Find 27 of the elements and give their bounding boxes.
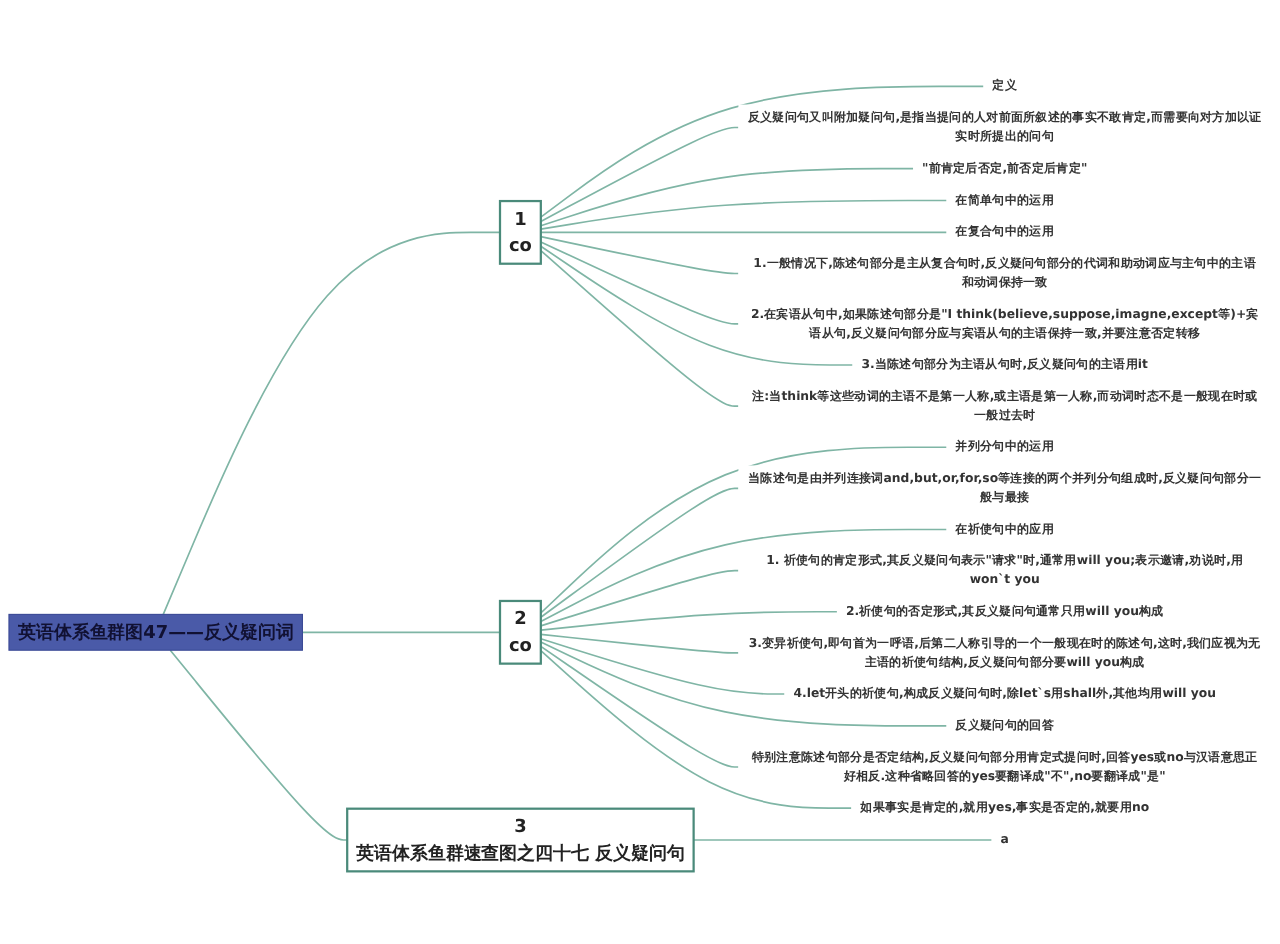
connector: [540, 199, 948, 230]
connector: [540, 641, 948, 727]
connector: [540, 167, 914, 227]
connector: [162, 231, 501, 616]
connector: [540, 85, 985, 218]
node-box: [498, 199, 542, 265]
connector: [540, 231, 948, 234]
connector: [540, 569, 740, 627]
connector: [692, 839, 993, 841]
connector: [540, 633, 740, 654]
connector: [540, 446, 948, 614]
connector: [540, 528, 948, 623]
node-box: [8, 613, 303, 651]
connector: [301, 631, 501, 634]
connector: [540, 245, 854, 366]
connector: [540, 487, 740, 619]
connector: [540, 241, 740, 325]
node-box: [498, 599, 542, 665]
connector: [540, 249, 740, 407]
connector: [169, 649, 349, 841]
connector: [540, 645, 740, 768]
connector: [540, 637, 786, 695]
node-box: [346, 807, 695, 873]
connector: [540, 610, 838, 631]
connector: [540, 649, 853, 809]
connector: [540, 235, 740, 275]
connector: [540, 126, 740, 223]
